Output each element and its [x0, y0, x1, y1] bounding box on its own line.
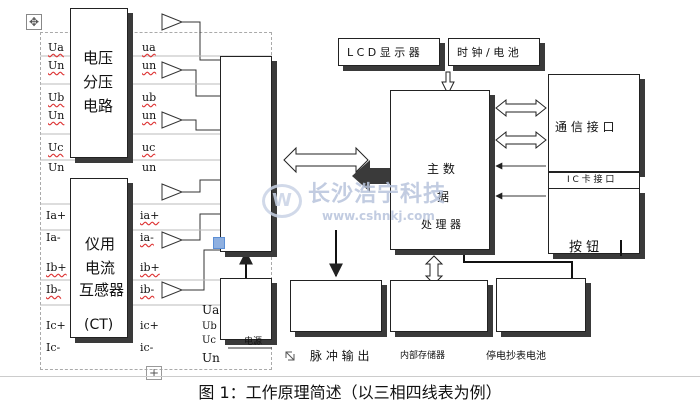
pin-uc-in: Uc	[48, 141, 64, 154]
amplifier-icon	[161, 13, 184, 31]
move-handle-icon[interactable]: ✥	[26, 14, 42, 30]
watermark-logo-icon: W	[262, 184, 302, 218]
pin-ib-minus-out: ib-	[140, 283, 155, 296]
amplifier-icon	[161, 183, 184, 201]
main-processor-line2: 据	[437, 190, 450, 204]
add-row-icon[interactable]: +	[146, 366, 162, 380]
pin-un-out: un	[142, 161, 157, 174]
pin-ic-minus-in: Ic-	[46, 341, 61, 354]
internal-storage-box	[390, 280, 488, 332]
watermark-url: www.cshnkj.com	[322, 209, 435, 223]
current-sensor-block: 仪用 电流 互感器	[70, 178, 128, 338]
amplifier-icon	[161, 281, 184, 299]
pin-ib-plus-in: Ib+	[46, 261, 67, 274]
current-sensor-line2: 电流	[85, 259, 116, 277]
clock-battery-block: 时 钟 / 电 池	[448, 38, 540, 66]
lcd-label: L C D 显 示 器	[347, 46, 420, 59]
pin-ia-minus-out: ia-	[140, 231, 154, 244]
pin-ia-plus-in: Ia+	[46, 209, 67, 222]
power-pin-uc: Uc	[202, 335, 217, 346]
pin-ic-minus-out: ic-	[140, 341, 154, 354]
power-pin-un: Un	[202, 351, 220, 365]
watermark-brand: 长沙浩宁科技	[308, 182, 447, 207]
amplifier-icon	[161, 231, 184, 249]
bus-arrow-comm	[495, 98, 547, 118]
pin-ia-minus-in: Ia-	[46, 231, 61, 244]
poweroff-battery-label: 停电抄表电池	[486, 351, 546, 362]
power-supply-block	[220, 278, 272, 340]
pin-ic-plus-out: ic+	[140, 319, 159, 332]
sample-icon	[213, 237, 225, 249]
watermark: W 长沙浩宁科技 www.cshnkj.com	[262, 180, 492, 224]
power-supply-label: 电源	[244, 337, 263, 347]
pin-un-out: un	[142, 109, 157, 122]
amplifier-icon	[161, 61, 184, 79]
ic-card-port-label: I C 卡 接 口	[567, 175, 615, 185]
buttons-cursor	[620, 240, 622, 256]
comm-port-label: 通 信 接 口	[555, 120, 615, 134]
main-processor-block: 主 数 据 处 理 器	[390, 90, 490, 250]
power-pin-ua: Ua	[202, 303, 220, 317]
pin-un-out: un	[142, 59, 157, 72]
bus-arrow-adc-mcu	[283, 146, 369, 174]
figure-caption: 图 1：工作原理简述（以三相四线表为例）	[0, 376, 700, 409]
pin-ib-minus-in: Ib-	[46, 283, 62, 296]
buttons-block: 按 钮	[548, 188, 640, 254]
lcd-block: L C D 显 示 器	[338, 38, 440, 66]
current-sensor-line1: 仪用	[85, 235, 116, 253]
pulse-output-label: 脉 冲 输 出	[310, 349, 370, 363]
bus-arrow-shadow	[352, 160, 392, 192]
pin-uc-out: uc	[142, 141, 156, 154]
clock-battery-label: 时 钟 / 电 池	[457, 46, 519, 59]
poweroff-battery-box	[496, 278, 586, 332]
comm-port-block: 通 信 接 口	[548, 74, 640, 172]
voltage-divider-line2: 分压	[83, 73, 114, 91]
bus-arrow-lcd	[441, 71, 455, 96]
pin-un-in: Un	[48, 161, 65, 174]
pin-ib-plus-out: ib+	[140, 261, 160, 274]
pin-ic-plus-in: Ic+	[46, 319, 66, 332]
voltage-divider-line1: 电压	[83, 49, 114, 67]
amplifier-triangles	[161, 13, 184, 299]
internal-storage-label: 内部存储器	[400, 351, 446, 361]
pin-ua-out: ua	[142, 41, 156, 54]
adc-block	[213, 56, 272, 252]
buttons-label: 按 钮	[569, 240, 600, 255]
pin-un-in: Un	[48, 59, 65, 72]
pin-ua-in: Ua	[48, 41, 64, 54]
amplifier-icon	[161, 111, 184, 129]
current-sensor-line3: 互感器	[79, 281, 125, 299]
voltage-divider-block: 电压 分压 电路	[70, 8, 128, 158]
main-processor-line3: 处 理 器	[421, 218, 461, 231]
main-processor-line1: 主 数	[427, 162, 455, 176]
pin-ub-in: Ub	[48, 91, 65, 104]
pulse-output-box	[290, 280, 382, 332]
ic-card-port-block: I C 卡 接 口	[548, 172, 640, 188]
pin-un-in: Un	[48, 109, 65, 122]
pin-ub-out: ub	[142, 91, 157, 104]
bus-arrows	[283, 71, 547, 285]
ct-label: (CT)	[84, 317, 114, 333]
power-pin-ub: Ub	[202, 321, 217, 332]
voltage-divider-line3: 电路	[83, 97, 114, 115]
pin-ia-plus-out: ia+	[140, 209, 160, 222]
